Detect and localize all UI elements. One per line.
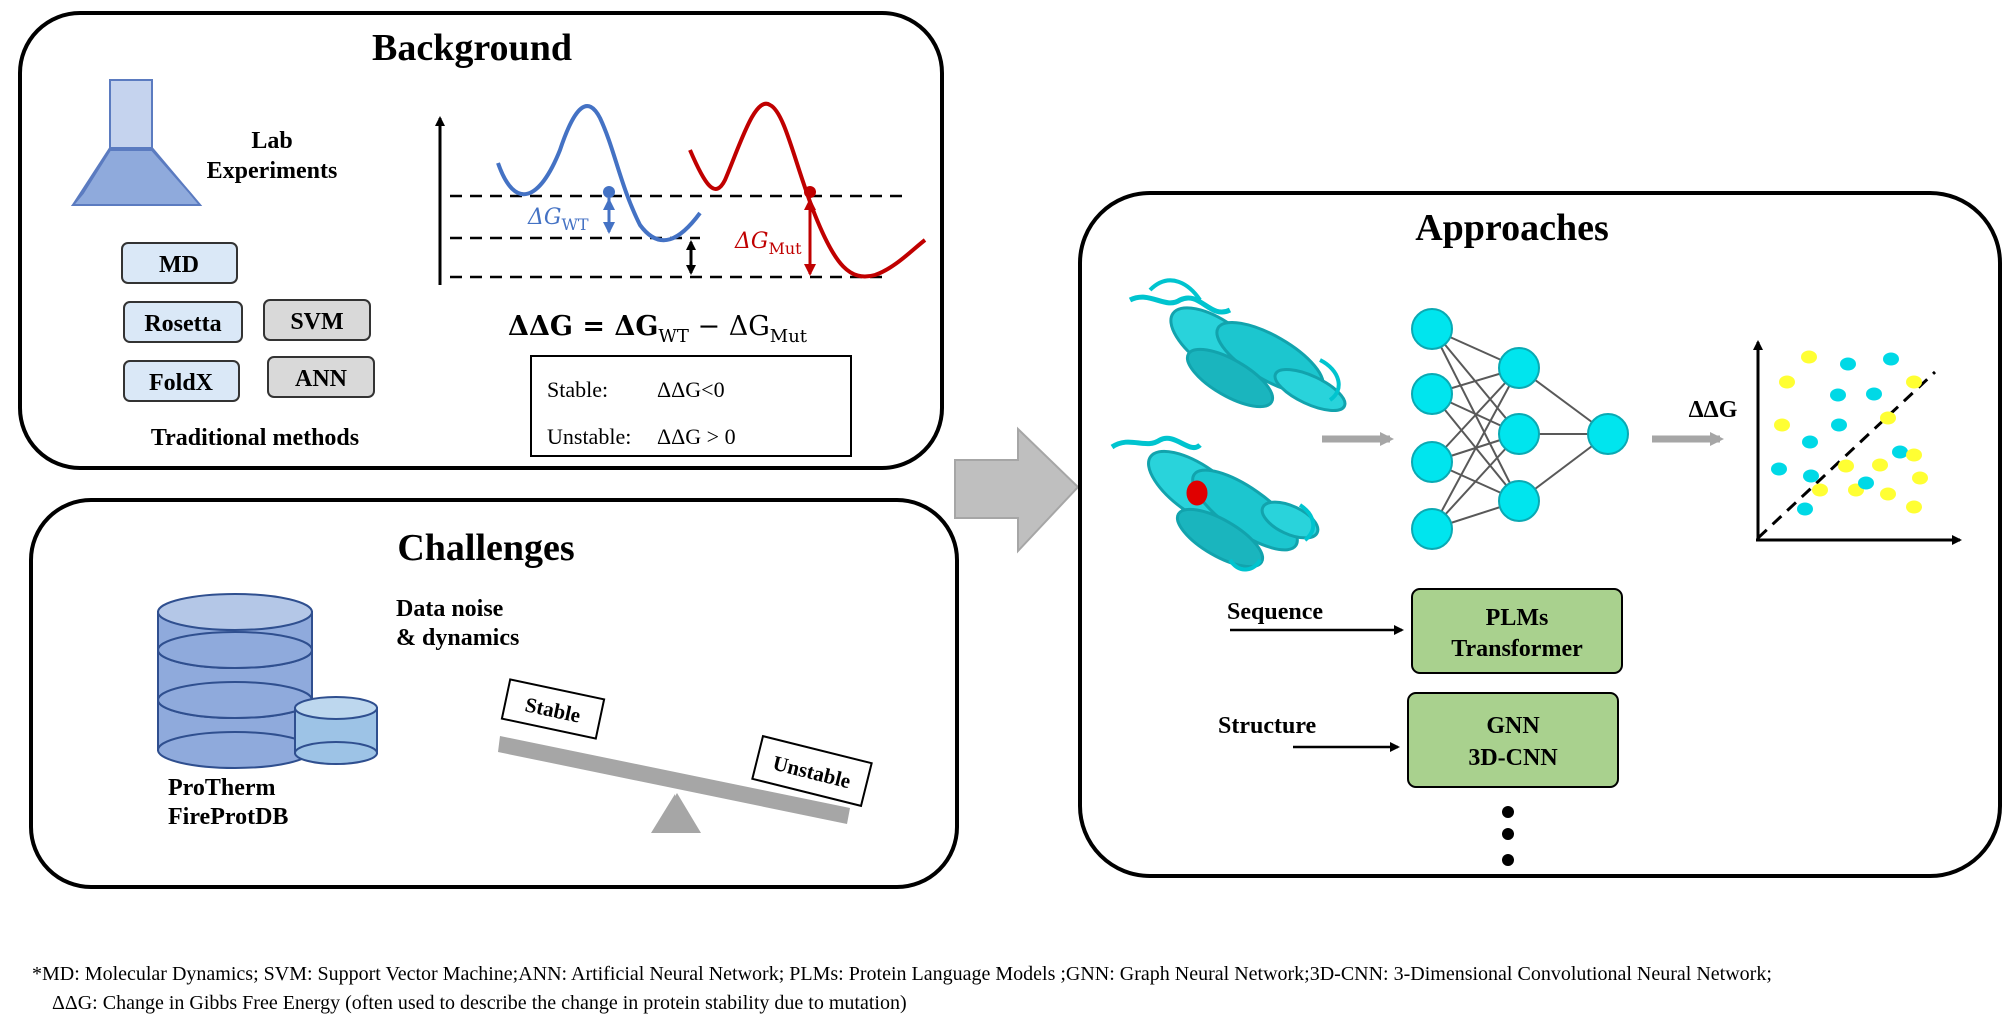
protein-structure-icon xyxy=(1110,278,1347,572)
seesaw-icon: Stable Unstable xyxy=(498,678,873,833)
nn-nodes xyxy=(1411,308,1629,550)
ddg-equation: ΔΔG = ΔGWT − ΔGMut xyxy=(508,311,808,347)
scatter-point xyxy=(1771,462,1787,476)
scatter-point xyxy=(1840,357,1856,371)
scatter-point xyxy=(1906,500,1922,514)
method-ann-label: ANN xyxy=(295,366,348,392)
scatter-point xyxy=(1872,458,1888,472)
nn-node xyxy=(1498,347,1540,389)
nn-node xyxy=(1498,480,1540,522)
method-rosetta: Rosetta xyxy=(123,301,243,343)
scatter-point xyxy=(1779,375,1795,389)
wt-point xyxy=(603,186,615,198)
flow-arrow-icon xyxy=(954,426,1080,554)
scatter-point xyxy=(1892,445,1908,459)
scatter-point xyxy=(1774,418,1790,432)
scatter-point xyxy=(1866,387,1882,401)
scatter-point xyxy=(1912,471,1928,485)
footnote-line-2: ΔΔG: Change in Gibbs Free Energy (often … xyxy=(52,992,907,1014)
nn-node xyxy=(1411,308,1453,350)
scatter-point xyxy=(1801,350,1817,364)
scatter-point xyxy=(1906,448,1922,462)
scatter-point xyxy=(1830,388,1846,402)
nn-node xyxy=(1587,413,1629,455)
energy-diagram: ΔGWT ΔGMut xyxy=(435,101,927,285)
method-foldx: FoldX xyxy=(123,360,240,402)
scatter-point xyxy=(1797,502,1813,516)
db-label-2: FireProtDB xyxy=(168,804,288,830)
svg-text:ΔGWT: ΔGWT xyxy=(527,205,589,234)
noise-label-2: & dynamics xyxy=(396,625,519,651)
background-title: Background xyxy=(372,27,572,69)
nn-edge xyxy=(1431,433,1520,530)
dg-mut-sub: Mut xyxy=(768,239,802,258)
scatter-point xyxy=(1838,459,1854,473)
sequence-box-line-1: PLMs xyxy=(1486,605,1549,631)
database-icon xyxy=(157,593,378,769)
method-rosetta-label: Rosetta xyxy=(144,311,221,337)
structure-box-line-2: 3D-CNN xyxy=(1468,745,1558,771)
method-ann: ANN xyxy=(267,356,375,398)
scatter-point xyxy=(1880,487,1896,501)
svg-text:ΔGMut: ΔGMut xyxy=(734,229,802,258)
scatter-point xyxy=(1880,411,1896,425)
scatter-point xyxy=(1802,435,1818,449)
nn-node xyxy=(1411,373,1453,415)
scatter-plot xyxy=(1753,340,1962,545)
sequence-label: Sequence xyxy=(1227,599,1323,625)
background-panel: Background Lab Experiments MD Rosetta Fo… xyxy=(18,11,944,470)
nn-edge xyxy=(1431,367,1520,463)
mut-point xyxy=(804,186,816,198)
method-svm: SVM xyxy=(263,299,371,341)
scatter-point xyxy=(1803,469,1819,483)
ddg-output-label: ΔΔG xyxy=(1689,397,1738,423)
structure-model-box: GNN 3D-CNN xyxy=(1407,692,1619,788)
wt-energy-curve xyxy=(496,104,702,243)
approaches-title: Approaches xyxy=(1415,207,1609,249)
stable-label: Stable: xyxy=(547,377,608,402)
challenges-title: Challenges xyxy=(397,527,574,569)
footnote-line-1: *MD: Molecular Dynamics; SVM: Support Ve… xyxy=(32,963,1772,985)
nn-node xyxy=(1411,508,1453,550)
dg-wt-sub: WT xyxy=(561,215,588,234)
structure-box-line-1: GNN xyxy=(1486,713,1540,739)
dg-wt-label: ΔG xyxy=(527,205,561,230)
sequence-model-box: PLMs Transformer xyxy=(1411,588,1623,674)
stable-rule: ΔΔG<0 xyxy=(657,377,725,402)
method-md-label: MD xyxy=(159,252,199,278)
unstable-label: Unstable: xyxy=(547,424,631,449)
flask-icon xyxy=(70,79,203,206)
method-foldx-label: FoldX xyxy=(149,370,214,396)
neural-network-diagram xyxy=(1411,308,1629,550)
unstable-rule: ΔΔG > 0 xyxy=(657,424,736,449)
scatter-point xyxy=(1858,476,1874,490)
scatter-point xyxy=(1812,483,1828,497)
db-label-1: ProTherm xyxy=(168,775,276,801)
lab-label-2: Experiments xyxy=(207,158,338,184)
stability-rule-box: Stable: ΔΔG<0 Unstable: ΔΔG > 0 xyxy=(530,355,852,457)
noise-label-1: Data noise xyxy=(396,596,504,622)
nn-node xyxy=(1411,441,1453,483)
lab-label-1: Lab xyxy=(251,128,292,154)
methods-caption: Traditional methods xyxy=(151,425,359,451)
ellipsis-dots xyxy=(1502,806,1514,866)
dg-mut-label: ΔG xyxy=(734,229,768,254)
mut-energy-curve xyxy=(688,101,927,279)
method-svm-label: SVM xyxy=(290,309,343,335)
mutation-site-icon xyxy=(1186,480,1208,506)
method-md: MD xyxy=(121,242,238,284)
nn-edge xyxy=(1431,367,1520,530)
scatter-points xyxy=(1771,350,1928,516)
scatter-point xyxy=(1883,352,1899,366)
approaches-panel: Approaches ΔΔG xyxy=(1078,191,2002,878)
scatter-point xyxy=(1831,418,1847,432)
sequence-box-line-2: Transformer xyxy=(1451,636,1583,662)
nn-node xyxy=(1498,413,1540,455)
challenges-panel: Challenges Data noise & dynamics ProTher… xyxy=(29,498,959,889)
structure-label: Structure xyxy=(1218,713,1317,739)
scatter-point xyxy=(1906,375,1922,389)
